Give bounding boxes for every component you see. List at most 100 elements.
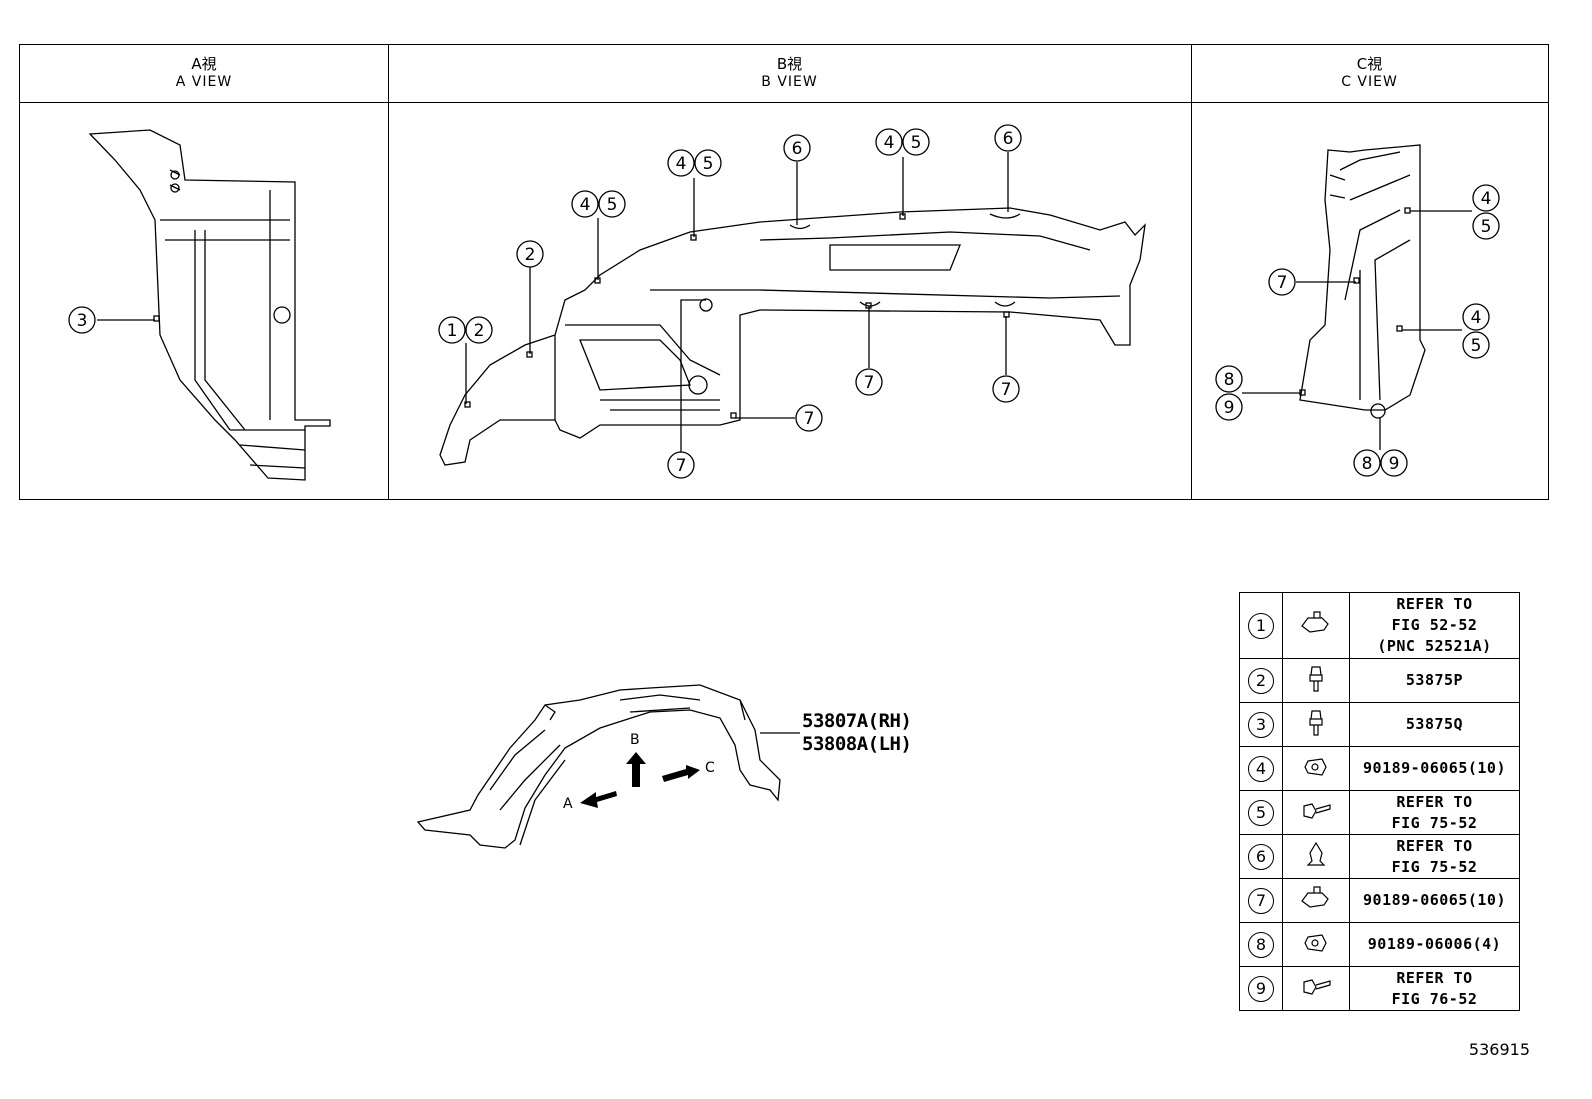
views-panel: A視 A VIEW B視 B VIEW C視 C VIEW xyxy=(19,44,1549,500)
screw-grommet-icon xyxy=(1282,702,1350,747)
callout: 5 xyxy=(1462,331,1490,359)
callout: 5 xyxy=(598,190,626,218)
view-b-title-en: B VIEW xyxy=(761,74,818,90)
view-a-title-en: A VIEW xyxy=(175,74,233,90)
svg-text:7: 7 xyxy=(864,373,875,393)
nut-icon xyxy=(1282,922,1350,967)
callout: 7 xyxy=(855,368,883,396)
legend-desc-line: FIG 76-52 xyxy=(1391,989,1478,1008)
c-view-liner-drawing xyxy=(1299,144,1426,419)
legend-desc-line: REFER TO xyxy=(1396,792,1473,811)
legend-number-circle: 1 xyxy=(1248,612,1274,639)
svg-text:4: 4 xyxy=(1471,308,1482,328)
nut-icon xyxy=(1282,746,1350,791)
view-a-title-jp: A視 xyxy=(191,55,217,73)
legend-desc-line: REFER TO xyxy=(1396,595,1473,613)
arrow-b-icon xyxy=(626,752,646,787)
view-header-b: B視 B VIEW xyxy=(388,45,1191,103)
svg-text:7: 7 xyxy=(1001,380,1012,400)
push-clip-icon xyxy=(1282,834,1350,879)
svg-text:5: 5 xyxy=(1481,217,1492,237)
svg-text:7: 7 xyxy=(1277,273,1288,293)
legend-desc-line: 53875Q xyxy=(1405,715,1464,733)
legend-row: 2 53875P xyxy=(1239,658,1520,703)
legend-desc-line: 90189-06065(10) xyxy=(1363,891,1506,909)
legend-description: 90189-06065(10) xyxy=(1349,746,1520,791)
arrow-a-icon xyxy=(580,791,617,808)
arrow-c-icon xyxy=(662,765,700,782)
bolt-icon xyxy=(1282,966,1350,1011)
arrow-a-label: A xyxy=(563,796,573,812)
legend-number-circle: 8 xyxy=(1248,931,1274,958)
legend-description: 53875Q xyxy=(1349,702,1520,747)
callout: 2 xyxy=(516,240,544,268)
callout: 9 xyxy=(1380,449,1408,477)
legend-desc-line: FIG 52-52 xyxy=(1391,616,1478,634)
svg-text:4: 4 xyxy=(1481,189,1492,209)
view-header-c: C視 C VIEW xyxy=(1191,45,1548,103)
svg-text:4: 4 xyxy=(580,195,591,215)
legend-desc-line: FIG 75-52 xyxy=(1391,813,1478,832)
view-c-title-jp: C視 xyxy=(1356,55,1383,73)
svg-text:5: 5 xyxy=(1471,336,1482,356)
callout: 4 xyxy=(1472,184,1500,212)
b-view-liner-drawing xyxy=(439,207,1146,466)
svg-text:4: 4 xyxy=(676,154,687,174)
legend-number-circle: 5 xyxy=(1248,799,1274,826)
callout: 5 xyxy=(902,128,930,156)
view-divider xyxy=(1191,45,1192,499)
callout: 7 xyxy=(992,375,1020,403)
legend-row: 7 90189-06065(10) xyxy=(1239,878,1520,923)
legend-desc-line: 90189-06065(10) xyxy=(1363,759,1506,777)
legend-number-circle: 7 xyxy=(1248,887,1274,914)
legend-desc-line: 53875P xyxy=(1405,671,1464,689)
arrow-b-label: B xyxy=(630,732,640,748)
svg-text:7: 7 xyxy=(804,409,815,429)
legend-description: REFER TO FIG 76-52 xyxy=(1349,966,1520,1011)
legend-number: 7 xyxy=(1239,878,1283,923)
legend-number: 2 xyxy=(1239,658,1283,703)
legend-row: 4 90189-06065(10) xyxy=(1239,746,1520,791)
view-header-a: A視 A VIEW xyxy=(20,45,388,103)
callout: 7 xyxy=(1268,268,1296,296)
svg-text:2: 2 xyxy=(525,245,536,265)
svg-text:5: 5 xyxy=(911,133,922,153)
callout: 4 xyxy=(1462,303,1490,331)
legend-number: 4 xyxy=(1239,746,1283,791)
legend-description: 90189-06065(10) xyxy=(1349,878,1520,923)
legend-description: 90189-06006(4) xyxy=(1349,922,1520,967)
part-number-lh: 53808A(LH) xyxy=(802,733,912,755)
view-direction-arrows xyxy=(580,752,700,808)
legend-number-circle: 3 xyxy=(1248,711,1274,738)
bolt-icon xyxy=(1282,790,1350,835)
screw-grommet-icon xyxy=(1282,658,1350,703)
legend-row: 5 REFER TO FIG 75-52 xyxy=(1239,790,1520,835)
legend-number: 1 xyxy=(1239,592,1283,659)
svg-text:8: 8 xyxy=(1224,370,1235,390)
callout: 9 xyxy=(1215,393,1243,421)
callout: 4 xyxy=(875,128,903,156)
clip-icon xyxy=(1282,878,1350,923)
clip-icon xyxy=(1282,592,1350,659)
legend-number: 3 xyxy=(1239,702,1283,747)
legend-desc-line: REFER TO xyxy=(1396,968,1473,987)
svg-text:8: 8 xyxy=(1362,454,1373,474)
callouts: 3 1 2 2 4 5 4 5 6 4 5 6 7 7 7 7 4 5 7 4 … xyxy=(68,124,1500,479)
callout: 8 xyxy=(1215,365,1243,393)
main-liner-drawing xyxy=(416,684,781,849)
callout: 2 xyxy=(465,316,493,344)
callout: 8 xyxy=(1353,449,1381,477)
svg-text:1: 1 xyxy=(447,321,458,341)
svg-text:7: 7 xyxy=(676,456,687,476)
view-c-title-en: C VIEW xyxy=(1341,74,1398,90)
legend-desc-line: FIG 75-52 xyxy=(1391,857,1478,876)
callout: 3 xyxy=(68,306,96,334)
svg-text:4: 4 xyxy=(884,133,895,153)
svg-text:9: 9 xyxy=(1224,398,1235,418)
callout: 6 xyxy=(994,124,1022,152)
view-b-title-jp: B視 xyxy=(776,55,803,73)
